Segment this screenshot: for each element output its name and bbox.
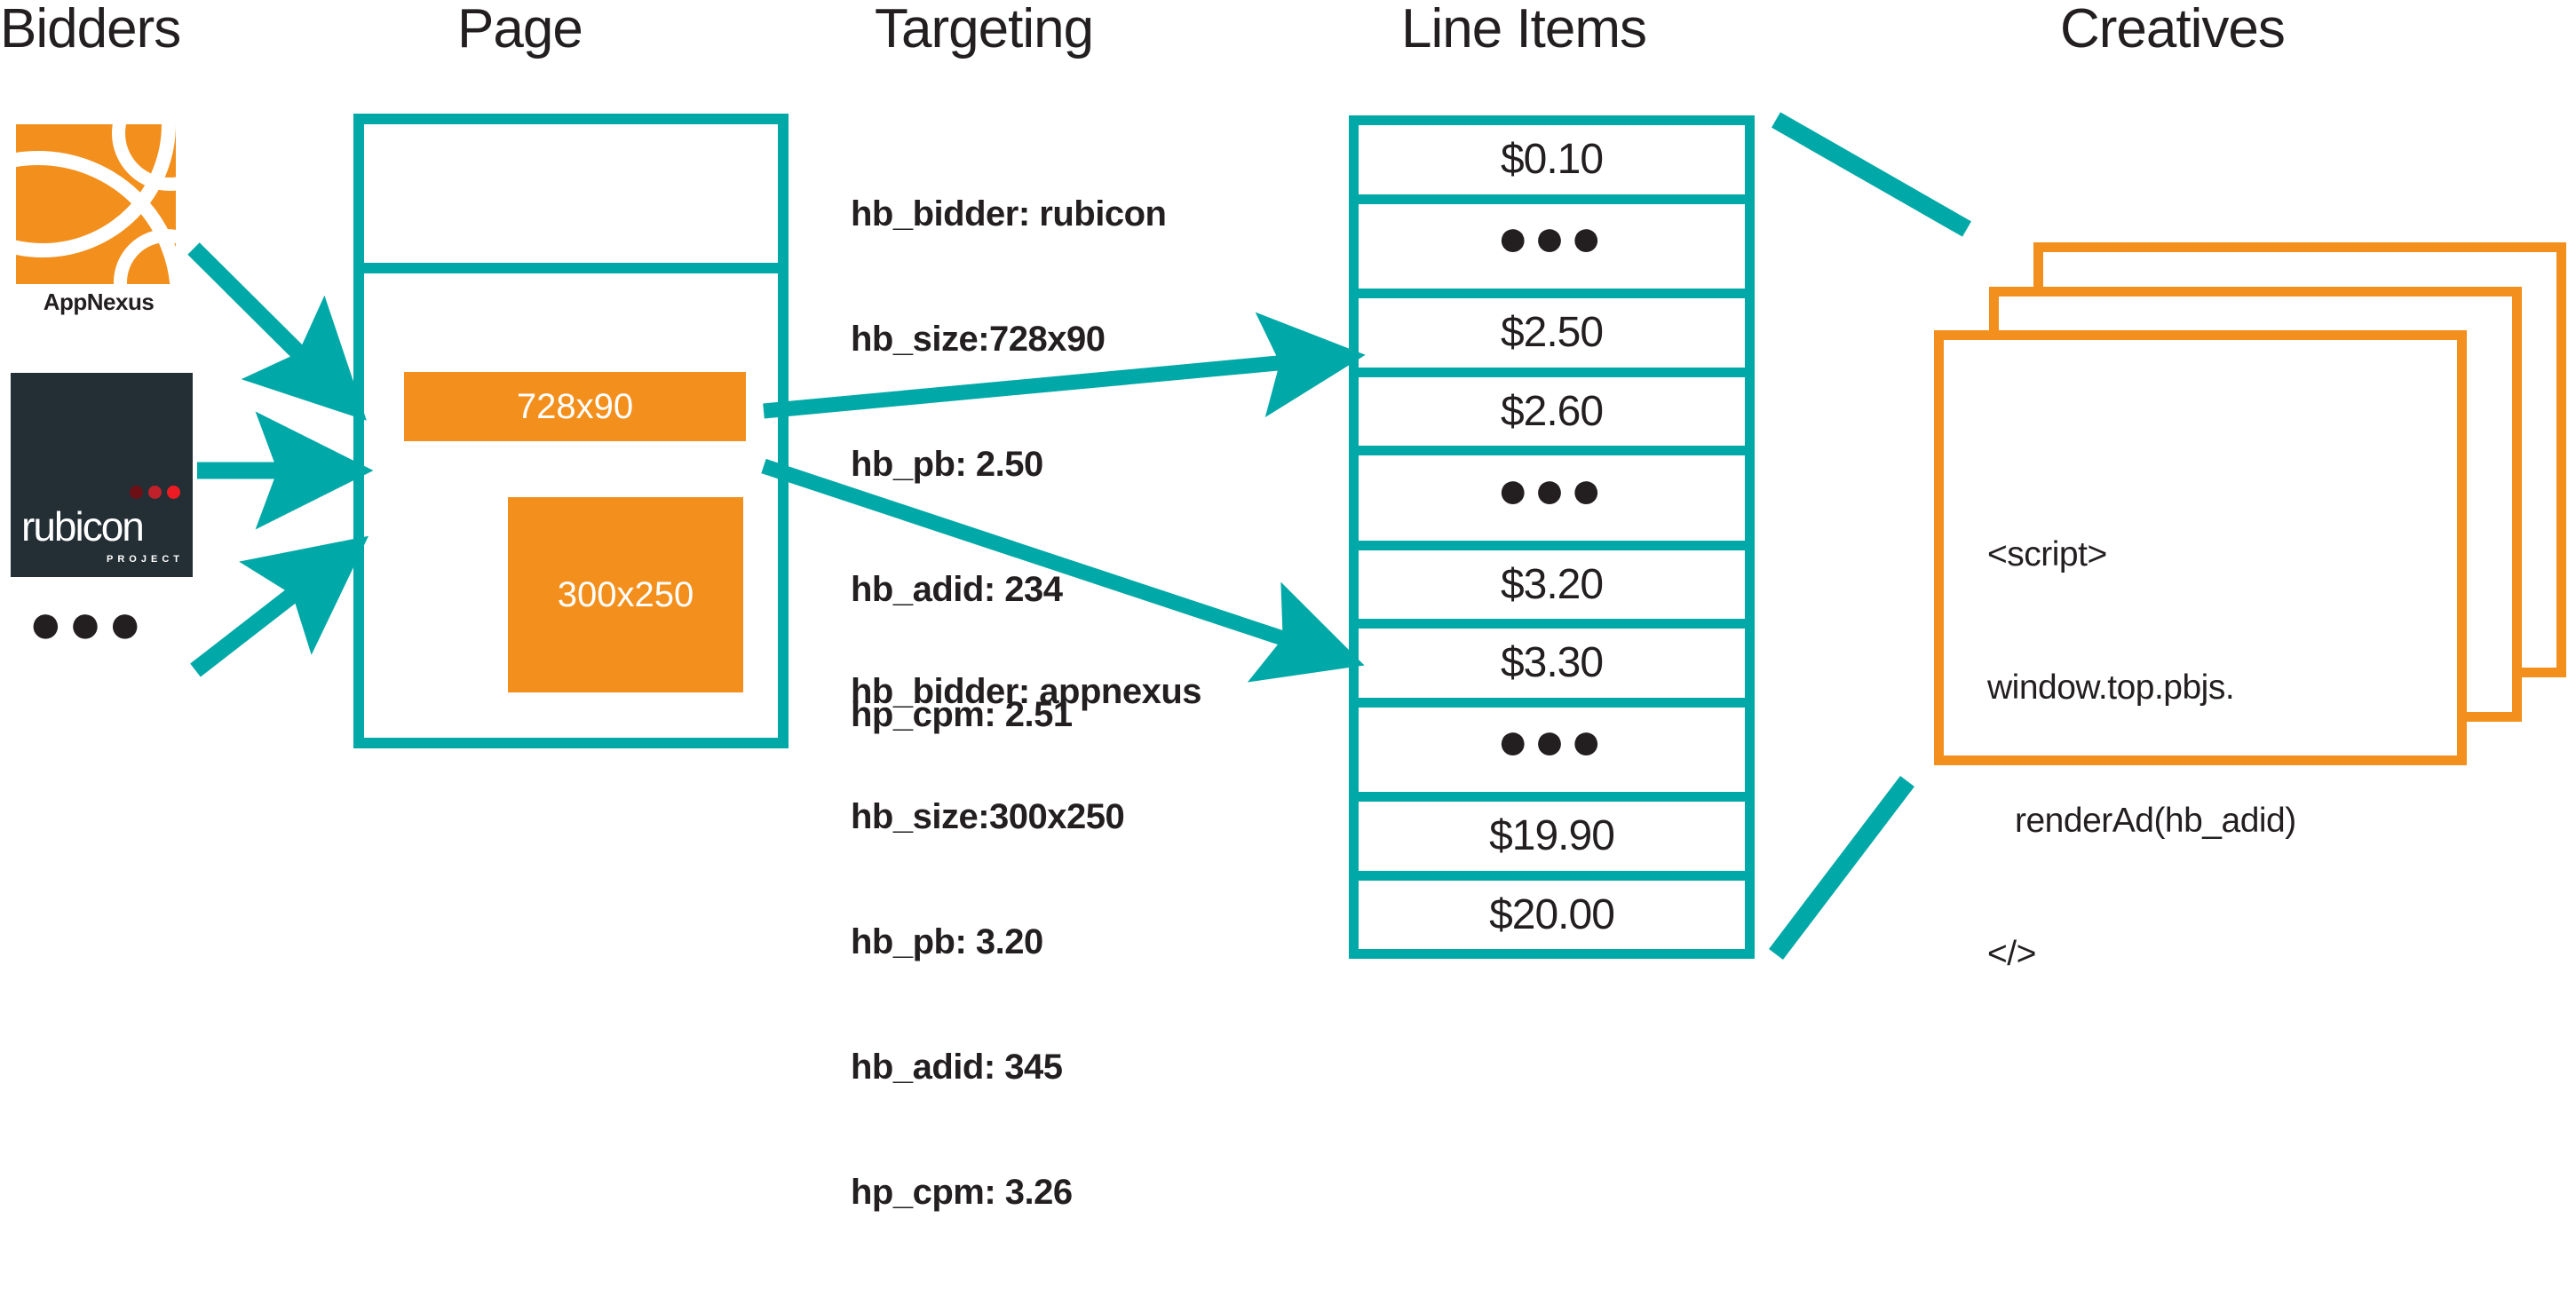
targeting-line: hb_size:728x90 — [851, 320, 1106, 359]
line-items-table: $0.10 ●●● $2.50 $2.60 ●●● $3.20 $3.30 ●●… — [1349, 115, 1755, 959]
line-item-row: ●●● — [1359, 455, 1745, 550]
targeting-line: hp_cpm: 3.26 — [851, 1173, 1073, 1212]
creative-code-line: <script> — [1987, 535, 2107, 573]
arrow-page-to-line-item-250 — [763, 312, 1366, 419]
line-item-row: $3.20 — [1359, 550, 1745, 629]
line-item-row: $3.30 — [1359, 629, 1745, 708]
page-header-divider — [353, 263, 789, 273]
line-item-row: $2.60 — [1359, 377, 1745, 455]
targeting-line: hb_size:300x250 — [851, 797, 1125, 836]
targeting-line: hp_cpm: 2.51 — [851, 695, 1073, 734]
rubicon-dots-icon — [130, 486, 180, 499]
column-heading-targeting: Targeting — [875, 0, 1094, 59]
diagram-canvas: Bidders Page Targeting Line Items Creati… — [0, 0, 2566, 1212]
appnexus-logo-icon — [16, 124, 176, 284]
rubicon-logo-icon: rubicon PROJECT — [11, 373, 193, 577]
creative-code-line: window.top.pbjs. — [1987, 668, 2235, 707]
line-item-row: ●●● — [1359, 708, 1745, 802]
arrow-appnexus-to-page — [187, 242, 367, 421]
targeting-line: hb_bidder: rubicon — [851, 194, 1167, 233]
line-item-row: $2.50 — [1359, 298, 1745, 377]
ad-slot-leaderboard: 728x90 — [404, 372, 746, 441]
arrow-page-to-line-item-320 — [761, 458, 1365, 683]
targeting-line: hb_adid: 234 — [851, 570, 1063, 609]
connector-line-items-to-creatives-bottom — [1769, 775, 1914, 961]
column-heading-bidders: Bidders — [0, 0, 181, 59]
ad-slot-medium-rectangle: 300x250 — [508, 497, 743, 692]
line-item-row: $0.10 — [1359, 125, 1745, 204]
targeting-line: hb_pb: 2.50 — [851, 445, 1043, 484]
creative-code-line: renderAd(hb_adid) — [1987, 802, 2296, 840]
targeting-line: hb_bidder: appnexus — [851, 672, 1202, 711]
targeting-block-rubicon: hb_bidder: rubicon hb_size:728x90 hb_pb:… — [851, 110, 1167, 819]
arrow-more-bidders-to-page — [190, 535, 369, 677]
column-heading-page: Page — [457, 0, 583, 59]
column-heading-creatives: Creatives — [2060, 0, 2286, 59]
connector-layer — [187, 112, 1971, 961]
targeting-line: hb_adid: 345 — [851, 1048, 1063, 1087]
column-heading-line-items: Line Items — [1401, 0, 1647, 59]
rubicon-wordmark: rubicon — [21, 503, 145, 550]
line-item-row: $19.90 — [1359, 802, 1745, 881]
line-item-row: ●●● — [1359, 204, 1745, 298]
targeting-line: hb_pb: 3.20 — [851, 922, 1043, 961]
connector-line-items-to-creatives-top — [1771, 112, 1971, 237]
creative-card-front — [1934, 330, 2467, 765]
line-item-row: $20.00 — [1489, 890, 1615, 938]
rubicon-subtitle: PROJECT — [107, 554, 184, 565]
appnexus-wordmark: AppNexus — [43, 289, 155, 315]
